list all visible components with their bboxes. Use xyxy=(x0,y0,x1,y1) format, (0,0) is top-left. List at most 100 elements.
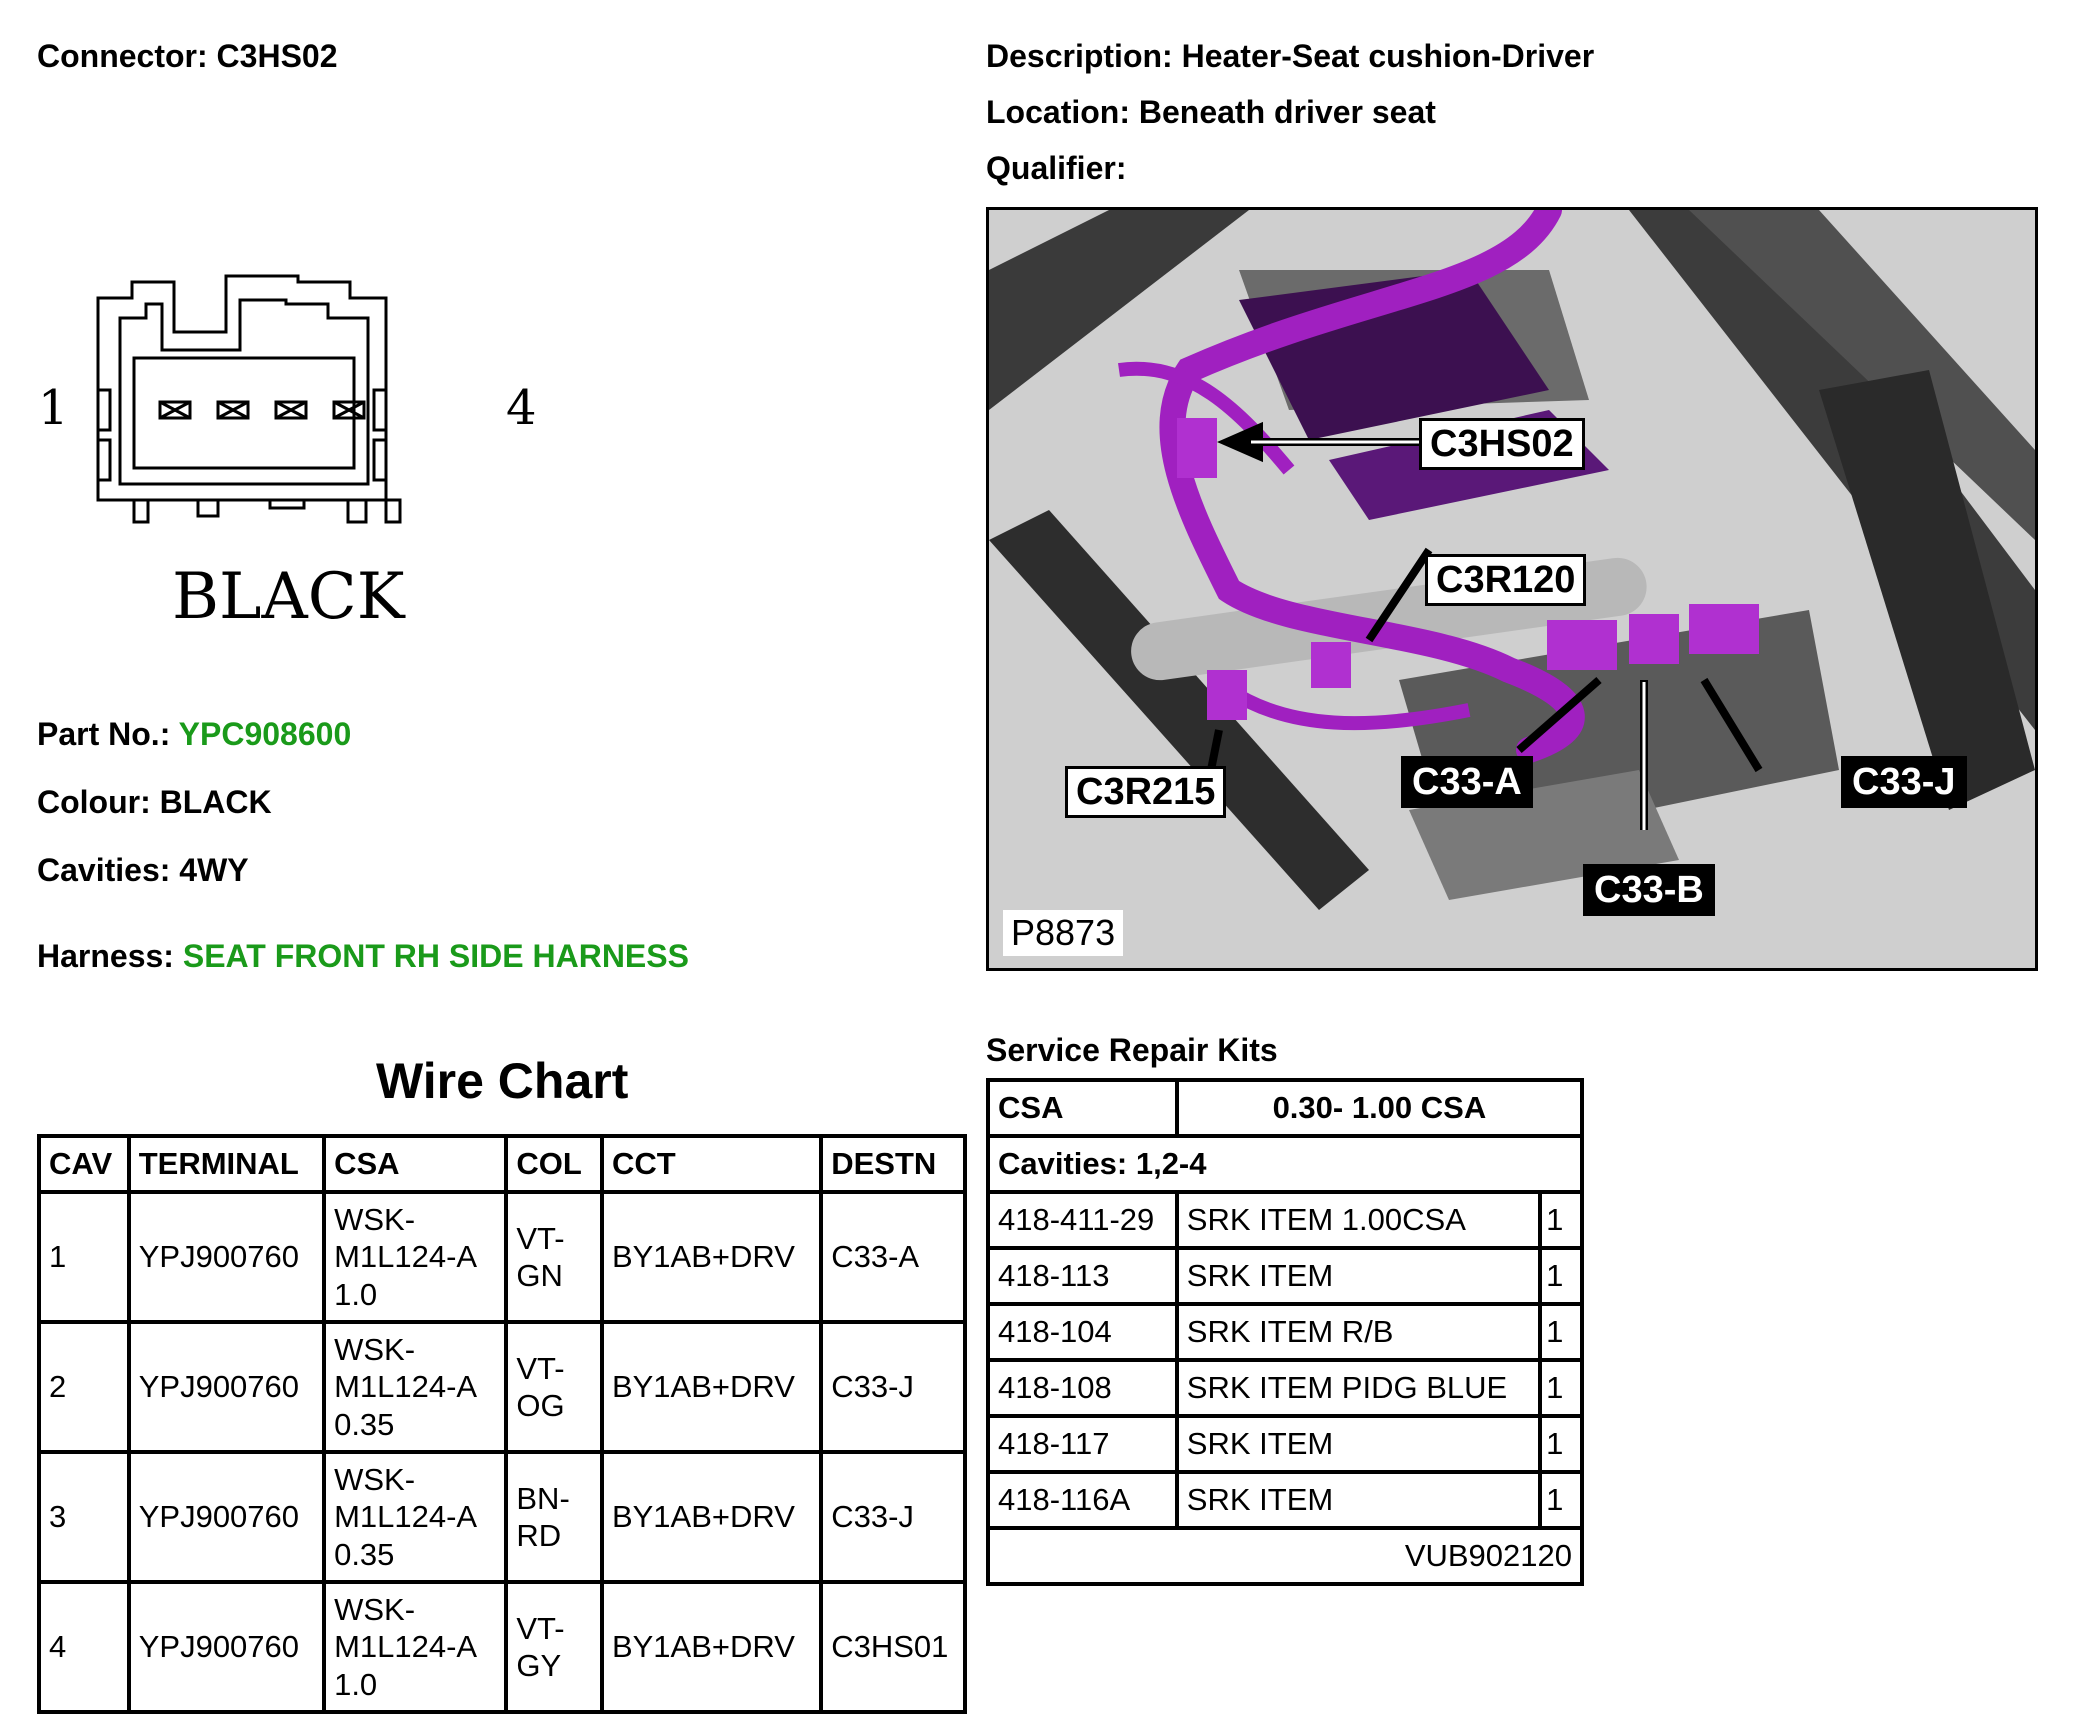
kit-qty: 1 xyxy=(1538,1302,1584,1362)
kit-code: 418-116A xyxy=(986,1470,1179,1530)
csa-line: WSK- xyxy=(334,1332,416,1368)
service-kits-title: Service Repair Kits xyxy=(986,1032,1278,1068)
harness-row: Harness: SEAT FRONT RH SIDE HARNESS xyxy=(37,938,689,975)
wire-chart-table: CAV TERMINAL CSA COL CCT DESTN 1 YPJ9007… xyxy=(37,1134,967,1714)
list-item: 418-108 SRK ITEM PIDG BLUE 1 xyxy=(986,1358,1584,1418)
part-no-link[interactable]: YPC908600 xyxy=(178,716,352,752)
csa-line: 0.35 xyxy=(334,1406,395,1442)
col-line: VT- xyxy=(516,1220,565,1256)
kit-qty: 1 xyxy=(1538,1470,1584,1530)
callout-c33j: C33-J xyxy=(1841,756,1967,808)
pin-cavity-3 xyxy=(274,400,308,420)
connector-label: Connector: xyxy=(37,38,208,74)
part-no-row: Part No.: YPC908600 xyxy=(37,716,351,753)
csa-line: M1L124-A xyxy=(334,1239,478,1275)
kits-csa-row: CSA 0.30- 1.00 CSA xyxy=(986,1078,1585,1138)
col-line: BN- xyxy=(516,1480,570,1516)
harness-link[interactable]: SEAT FRONT RH SIDE HARNESS xyxy=(182,938,689,974)
header-terminal: TERMINAL xyxy=(126,1134,327,1194)
kit-qty: 1 xyxy=(1538,1414,1584,1474)
col-line: GY xyxy=(516,1648,562,1683)
csa-line: 1.0 xyxy=(334,1276,378,1312)
callout-c33a: C33-A xyxy=(1401,756,1533,808)
wire-chart-title: Wire Chart xyxy=(376,1053,629,1109)
header-cav: CAV xyxy=(37,1134,131,1194)
cell-cav: 2 xyxy=(37,1320,131,1454)
service-kits-table: CSA 0.30- 1.00 CSA Cavities: 1,2-4 418-4… xyxy=(986,1078,1585,1586)
kits-footer-row: VUB902120 xyxy=(986,1526,1584,1586)
list-item: 418-117 SRK ITEM 1 xyxy=(986,1414,1584,1474)
cell-terminal: YPJ900760 xyxy=(126,1450,327,1584)
connector-value: C3HS02 xyxy=(216,38,338,74)
kit-code: 418-113 xyxy=(986,1246,1179,1306)
cell-destn: C3HS01 xyxy=(819,1580,967,1714)
cavities-row: Cavities: 4WY xyxy=(37,852,249,889)
location-label: Location: xyxy=(986,94,1130,130)
kit-code: 418-104 xyxy=(986,1302,1179,1362)
cell-destn: C33-J xyxy=(819,1320,967,1454)
kit-code: 418-411-29 xyxy=(986,1190,1179,1250)
csa-line: WSK- xyxy=(334,1202,416,1238)
pin-cavity-4 xyxy=(332,400,366,420)
cell-cct: BY1AB+DRV xyxy=(599,1320,824,1454)
list-item: 418-113 SRK ITEM 1 xyxy=(986,1246,1584,1306)
cell-cav: 3 xyxy=(37,1450,131,1584)
harness-label: Harness: xyxy=(37,938,174,974)
cell-cct: BY1AB+DRV xyxy=(599,1450,824,1584)
callout-c33b: C33-B xyxy=(1583,864,1715,916)
location-value: Beneath driver seat xyxy=(1138,94,1436,130)
cell-cct: BY1AB+DRV xyxy=(599,1580,824,1714)
header-cct: CCT xyxy=(599,1134,824,1194)
kit-desc: SRK ITEM 1.00CSA xyxy=(1174,1190,1543,1250)
col-line: OG xyxy=(516,1388,565,1423)
kits-cavities-row: Cavities: 1,2-4 xyxy=(986,1134,1584,1194)
description-value: Heater-Seat cushion-Driver xyxy=(1181,38,1595,74)
qualifier-heading: Qualifier: xyxy=(986,150,1126,187)
header-csa: CSA xyxy=(322,1134,509,1194)
header-col: COL xyxy=(504,1134,604,1194)
csa-line: 1.0 xyxy=(334,1666,378,1702)
kit-desc: SRK ITEM xyxy=(1174,1470,1543,1530)
location-heading: Location: Beneath driver seat xyxy=(986,94,1436,131)
kit-qty: 1 xyxy=(1538,1246,1584,1306)
col-line: RD xyxy=(516,1518,562,1553)
cell-terminal: YPJ900760 xyxy=(126,1580,327,1714)
kit-desc: SRK ITEM xyxy=(1174,1246,1543,1306)
csa-line: M1L124-A xyxy=(334,1629,478,1665)
pin-label-right: 4 xyxy=(506,380,537,436)
location-photo: C3HS02 C3R120 C3R215 C33-A C33-B C33-J P… xyxy=(986,207,2038,971)
csa-line: WSK- xyxy=(334,1462,416,1498)
kit-code: 418-108 xyxy=(986,1358,1179,1418)
cell-cct: BY1AB+DRV xyxy=(599,1190,824,1324)
kits-cavities: Cavities: 1,2-4 xyxy=(986,1134,1584,1194)
wire-chart-header: CAV TERMINAL CSA COL CCT DESTN xyxy=(37,1134,967,1194)
callout-c3hs02: C3HS02 xyxy=(1419,418,1585,470)
header-destn: DESTN xyxy=(819,1134,967,1194)
list-item: 418-116A SRK ITEM 1 xyxy=(986,1470,1584,1530)
kit-desc: SRK ITEM PIDG BLUE xyxy=(1174,1358,1543,1418)
cell-destn: C33-A xyxy=(819,1190,967,1324)
connector-colour-caption: BLACK xyxy=(172,560,405,634)
cavities-value: 4WY xyxy=(179,852,249,888)
list-item: 418-411-29 SRK ITEM 1.00CSA 1 xyxy=(986,1190,1584,1250)
csa-line: M1L124-A xyxy=(334,1369,478,1405)
qualifier-label: Qualifier: xyxy=(986,150,1127,186)
cell-cav: 4 xyxy=(37,1580,131,1714)
col-line: VT- xyxy=(516,1350,565,1386)
pin-label-left: 1 xyxy=(38,380,69,436)
csa-line: WSK- xyxy=(334,1592,416,1628)
colour-value: BLACK xyxy=(159,784,272,820)
cell-terminal: YPJ900760 xyxy=(126,1190,327,1324)
cell-col: BN-RD xyxy=(504,1450,604,1584)
list-item: 418-104 SRK ITEM R/B 1 xyxy=(986,1302,1584,1362)
description-label: Description: xyxy=(986,38,1173,74)
cell-col: VT-OG xyxy=(504,1320,604,1454)
kits-csa-label: CSA xyxy=(986,1078,1179,1138)
pin-cavity-1 xyxy=(158,400,192,420)
